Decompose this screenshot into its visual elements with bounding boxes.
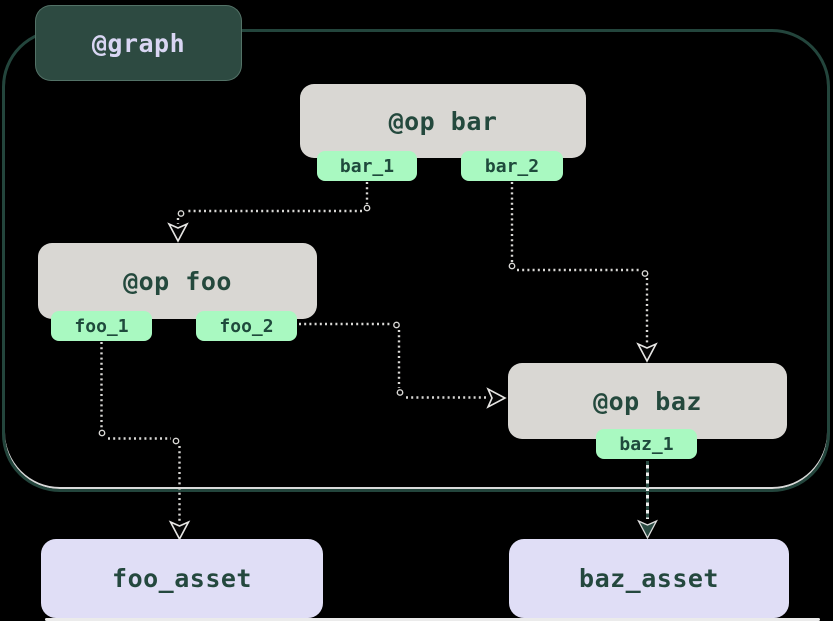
output-tag-bar-2: bar_2 xyxy=(461,151,563,181)
op-node-baz: @op baz xyxy=(508,363,787,439)
asset-node-baz-asset: baz_asset xyxy=(509,539,789,618)
baz-asset-label: baz_asset xyxy=(579,564,719,593)
output-tag-baz-1: baz_1 xyxy=(596,429,697,459)
op-foo-label: @op foo xyxy=(123,266,232,296)
edge-arrowhead-icon xyxy=(168,520,191,541)
output-tag-foo-1: foo_1 xyxy=(51,311,152,341)
op-baz-label: @op baz xyxy=(593,386,702,416)
graph-label-text: @graph xyxy=(91,28,186,58)
output-tag-foo-2: foo_2 xyxy=(196,311,297,341)
op-node-bar: @op bar xyxy=(300,84,586,158)
foo-asset-label: foo_asset xyxy=(112,564,252,593)
graph-boundary xyxy=(2,29,830,492)
output-tag-bar-1: bar_1 xyxy=(317,151,417,181)
background-edge-strip xyxy=(45,618,820,621)
op-node-foo: @op foo xyxy=(38,243,317,319)
graph-label-node: @graph xyxy=(35,5,242,81)
op-bar-label: @op bar xyxy=(388,106,498,136)
asset-node-foo-asset: foo_asset xyxy=(41,539,323,618)
edge-arrowhead-icon xyxy=(637,519,658,540)
